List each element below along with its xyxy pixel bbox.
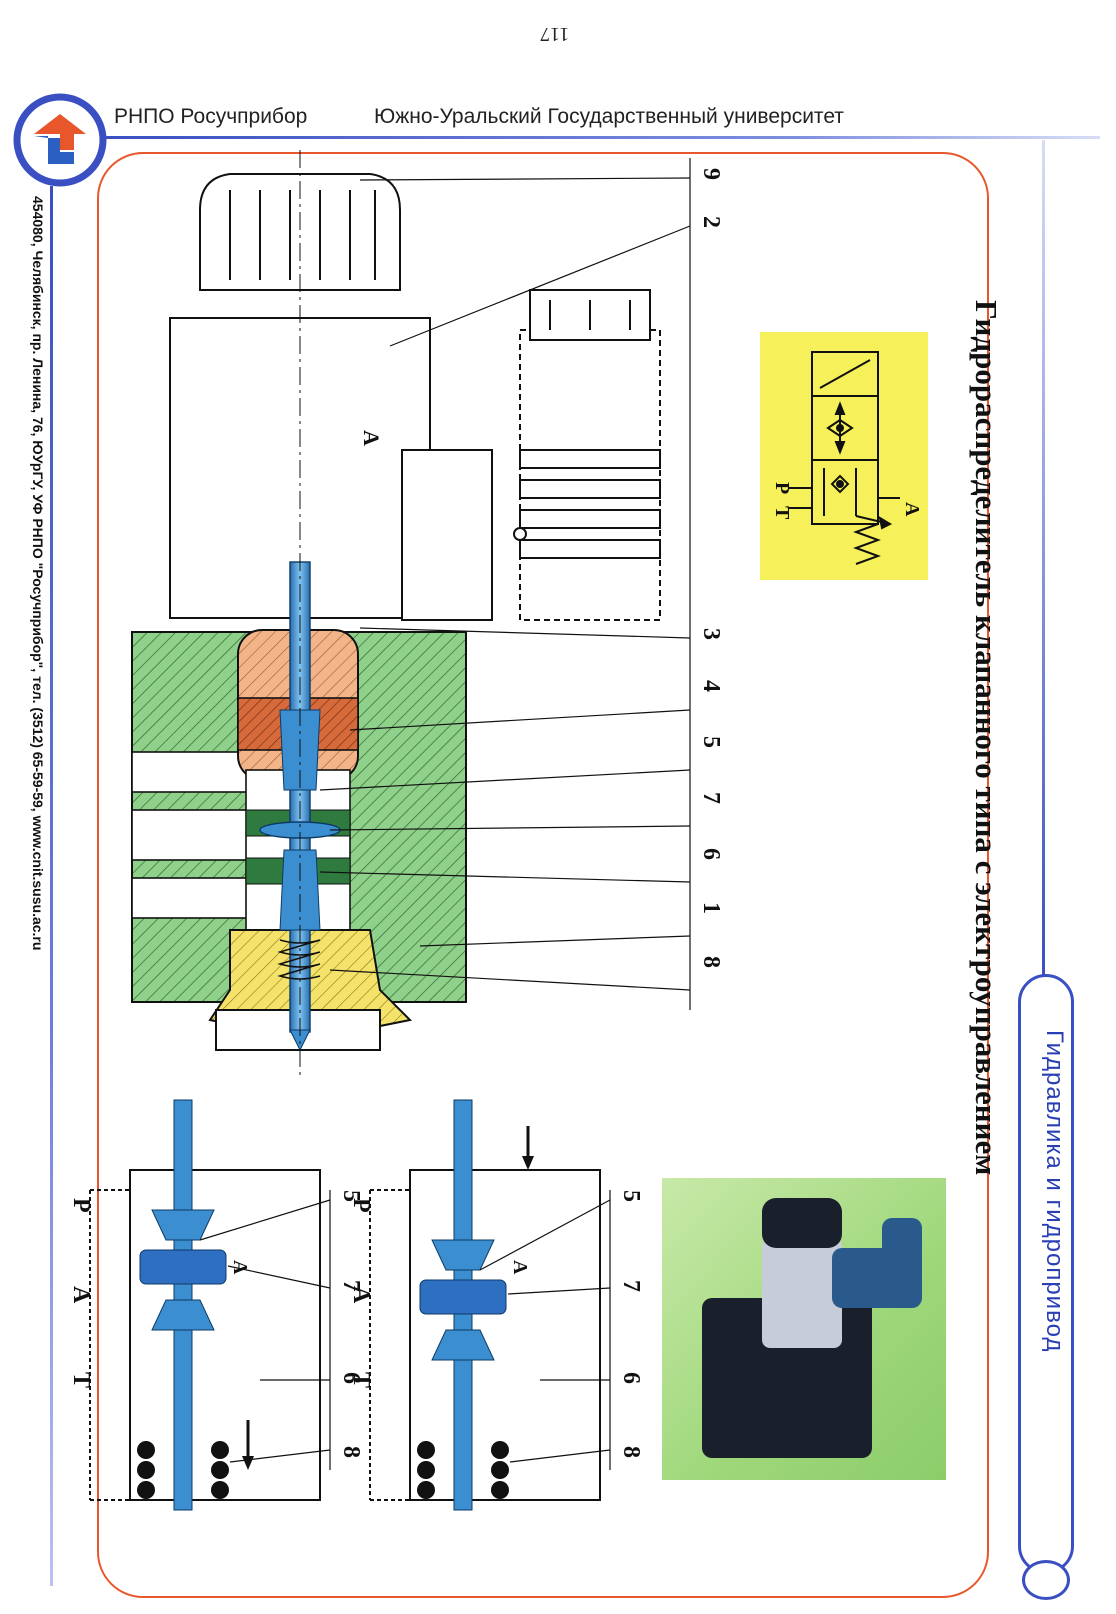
lower-callout-6: 6 xyxy=(338,1372,364,1384)
lower-port-a: A xyxy=(68,1286,94,1304)
lower-chamber-label: A xyxy=(229,1260,251,1275)
upper-chamber-label: A xyxy=(509,1260,531,1275)
valve-photo xyxy=(662,1178,946,1480)
lower-callout-5: 5 xyxy=(338,1190,364,1202)
callout-8: 8 xyxy=(698,956,724,968)
right-rule xyxy=(1042,140,1045,976)
header-rule xyxy=(100,136,1100,139)
upper-callout-7: 7 xyxy=(618,1280,644,1292)
callout-9: 9 xyxy=(698,168,724,180)
category-tab xyxy=(1018,974,1074,1574)
symbol-port-t: T xyxy=(771,506,793,520)
footer-contact: 454080, Челябинск, пр. Ленина, 76, ЮУрГУ… xyxy=(30,196,46,951)
callout-1: 1 xyxy=(698,902,724,914)
tab-circle xyxy=(1022,1560,1070,1600)
upper-callout-6: 6 xyxy=(618,1372,644,1384)
left-rule xyxy=(50,186,53,1586)
upper-port-a: A xyxy=(348,1286,374,1304)
callout-5: 5 xyxy=(698,736,724,748)
page-title: Гидрораспределитель клапанного типа с эл… xyxy=(969,300,1004,1176)
solenoid-chamber-label: A xyxy=(359,430,384,446)
symbol-port-a: A xyxy=(901,502,923,517)
lower-callout-7: 7 xyxy=(338,1280,364,1292)
organization-name: РНПО Росучприбор xyxy=(114,105,308,128)
upper-callout-8: 8 xyxy=(618,1446,644,1458)
upper-port-p: P xyxy=(348,1198,374,1213)
callout-4: 4 xyxy=(698,680,724,692)
page-number: 117 xyxy=(540,23,570,45)
lower-port-p: P xyxy=(68,1198,94,1213)
schematic-upper: 5 7 6 8 P A T A xyxy=(348,1099,644,1511)
category-label: Гидравлика и гидропривод xyxy=(1041,1030,1068,1353)
lower-port-t: T xyxy=(68,1372,94,1388)
lower-callout-8: 8 xyxy=(338,1446,364,1458)
schematic-lower: 5 7 6 8 P A T A xyxy=(68,1099,364,1511)
symbol-port-p: P xyxy=(771,482,793,494)
valve-cross-section: A 9 2 3 4 5 7 6 1 8 xyxy=(131,150,724,1080)
upper-port-t: T xyxy=(348,1372,374,1388)
university-name: Южно-Уральский Государственный университ… xyxy=(374,105,844,128)
callout-2: 2 xyxy=(698,216,724,228)
hydraulic-symbol: A P T xyxy=(760,332,928,580)
rospribor-logo xyxy=(13,93,107,187)
callout-7: 7 xyxy=(698,792,724,804)
callout-6: 6 xyxy=(698,848,724,860)
content-frame xyxy=(97,152,989,1598)
upper-callout-5: 5 xyxy=(618,1190,644,1202)
page-header: РНПО Росучприбор Южно-Уральский Государс… xyxy=(108,103,1108,137)
callout-3: 3 xyxy=(698,628,724,640)
